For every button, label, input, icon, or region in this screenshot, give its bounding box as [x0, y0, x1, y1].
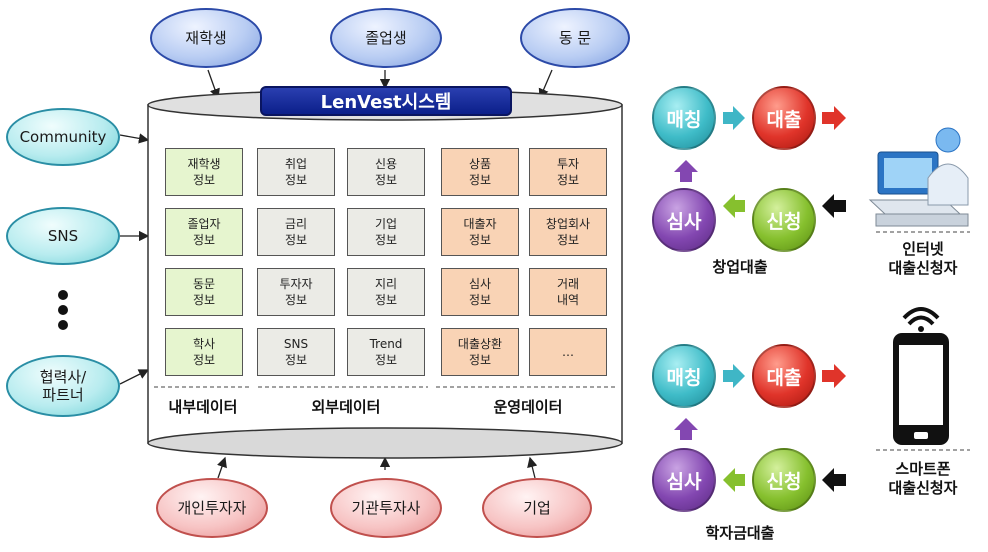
individual-investor-label: 개인투자자	[177, 499, 247, 517]
partner-node: 협력사/ 파트너	[6, 355, 120, 417]
student-match-node: 매칭	[652, 344, 716, 408]
external-cell: 투자자 정보	[257, 268, 335, 316]
company-label: 기업	[523, 499, 551, 517]
internal-cell: 재학생 정보	[165, 148, 243, 196]
ellipsis-dot	[58, 305, 68, 315]
external-cell: Trend 정보	[347, 328, 425, 376]
individual-investor-node: 개인투자자	[156, 478, 268, 538]
startup-apply-node: 신청	[752, 188, 816, 252]
loan-label: 대출	[766, 108, 802, 131]
operation-cell: 심사 정보	[441, 268, 519, 316]
community-label: Community	[19, 128, 107, 146]
operation-cell: 창업회사 정보	[529, 208, 607, 256]
review-label: 심사	[666, 210, 702, 233]
system-title-bar: LenVest시스템	[260, 86, 512, 116]
operation-cell: 투자 정보	[529, 148, 607, 196]
sns-node: SNS	[6, 207, 120, 265]
ellipsis-dot	[58, 290, 68, 300]
external-cell: 취업 정보	[257, 148, 335, 196]
external-cell: 기업 정보	[347, 208, 425, 256]
external-cell: 신용 정보	[347, 148, 425, 196]
apply-label: 신청	[766, 210, 802, 233]
review-label: 심사	[666, 470, 702, 493]
student-loan-node: 대출	[752, 344, 816, 408]
graduate-label: 졸업생	[365, 29, 407, 47]
operation-cell: 거래 내역	[529, 268, 607, 316]
student-label: 재학생	[185, 29, 227, 47]
internal-data-label: 내부데이터	[168, 398, 238, 416]
smartphone-icon	[893, 307, 949, 445]
system-title: LenVest시스템	[320, 92, 452, 113]
institutional-investor-label: 기관투자사	[351, 499, 421, 517]
ellipsis-dot	[58, 320, 68, 330]
computer-user-icon	[868, 127, 969, 227]
graduate-node: 졸업생	[330, 8, 442, 68]
external-cell: 지리 정보	[347, 268, 425, 316]
internet-applicant-caption: 인터넷 대출신청자	[888, 240, 958, 277]
apply-label: 신청	[766, 470, 802, 493]
company-node: 기업	[482, 478, 592, 538]
startup-loan-node: 대출	[752, 86, 816, 150]
match-label: 매칭	[666, 366, 702, 389]
startup-loan-caption: 창업대출	[712, 258, 768, 276]
student-apply-node: 신청	[752, 448, 816, 512]
sns-label: SNS	[47, 227, 79, 245]
student-loan-caption: 학자금대출	[705, 524, 775, 542]
operation-cell: 대출상환 정보	[441, 328, 519, 376]
startup-process-arrows	[674, 106, 846, 218]
external-data-label: 외부데이터	[311, 398, 381, 416]
community-node: Community	[6, 108, 120, 166]
operation-cell: 상품 정보	[441, 148, 519, 196]
operation-cell: …	[529, 328, 607, 376]
alumni-label: 동 문	[558, 29, 592, 47]
student-review-node: 심사	[652, 448, 716, 512]
internal-cell: 학사 정보	[165, 328, 243, 376]
external-cell: 금리 정보	[257, 208, 335, 256]
operation-cell: 대출자 정보	[441, 208, 519, 256]
startup-review-node: 심사	[652, 188, 716, 252]
smartphone-applicant-caption: 스마트폰 대출신청자	[888, 460, 958, 497]
alumni-node: 동 문	[520, 8, 630, 68]
student-process-arrows	[674, 364, 846, 492]
operation-data-label: 운영데이터	[493, 398, 563, 416]
match-label: 매칭	[666, 108, 702, 131]
institutional-investor-node: 기관투자사	[330, 478, 442, 538]
startup-match-node: 매칭	[652, 86, 716, 150]
internal-cell: 동문 정보	[165, 268, 243, 316]
external-cell: SNS 정보	[257, 328, 335, 376]
partner-label: 협력사/ 파트너	[39, 368, 87, 404]
loan-label: 대출	[766, 366, 802, 389]
internal-cell: 졸업자 정보	[165, 208, 243, 256]
student-node: 재학생	[150, 8, 262, 68]
